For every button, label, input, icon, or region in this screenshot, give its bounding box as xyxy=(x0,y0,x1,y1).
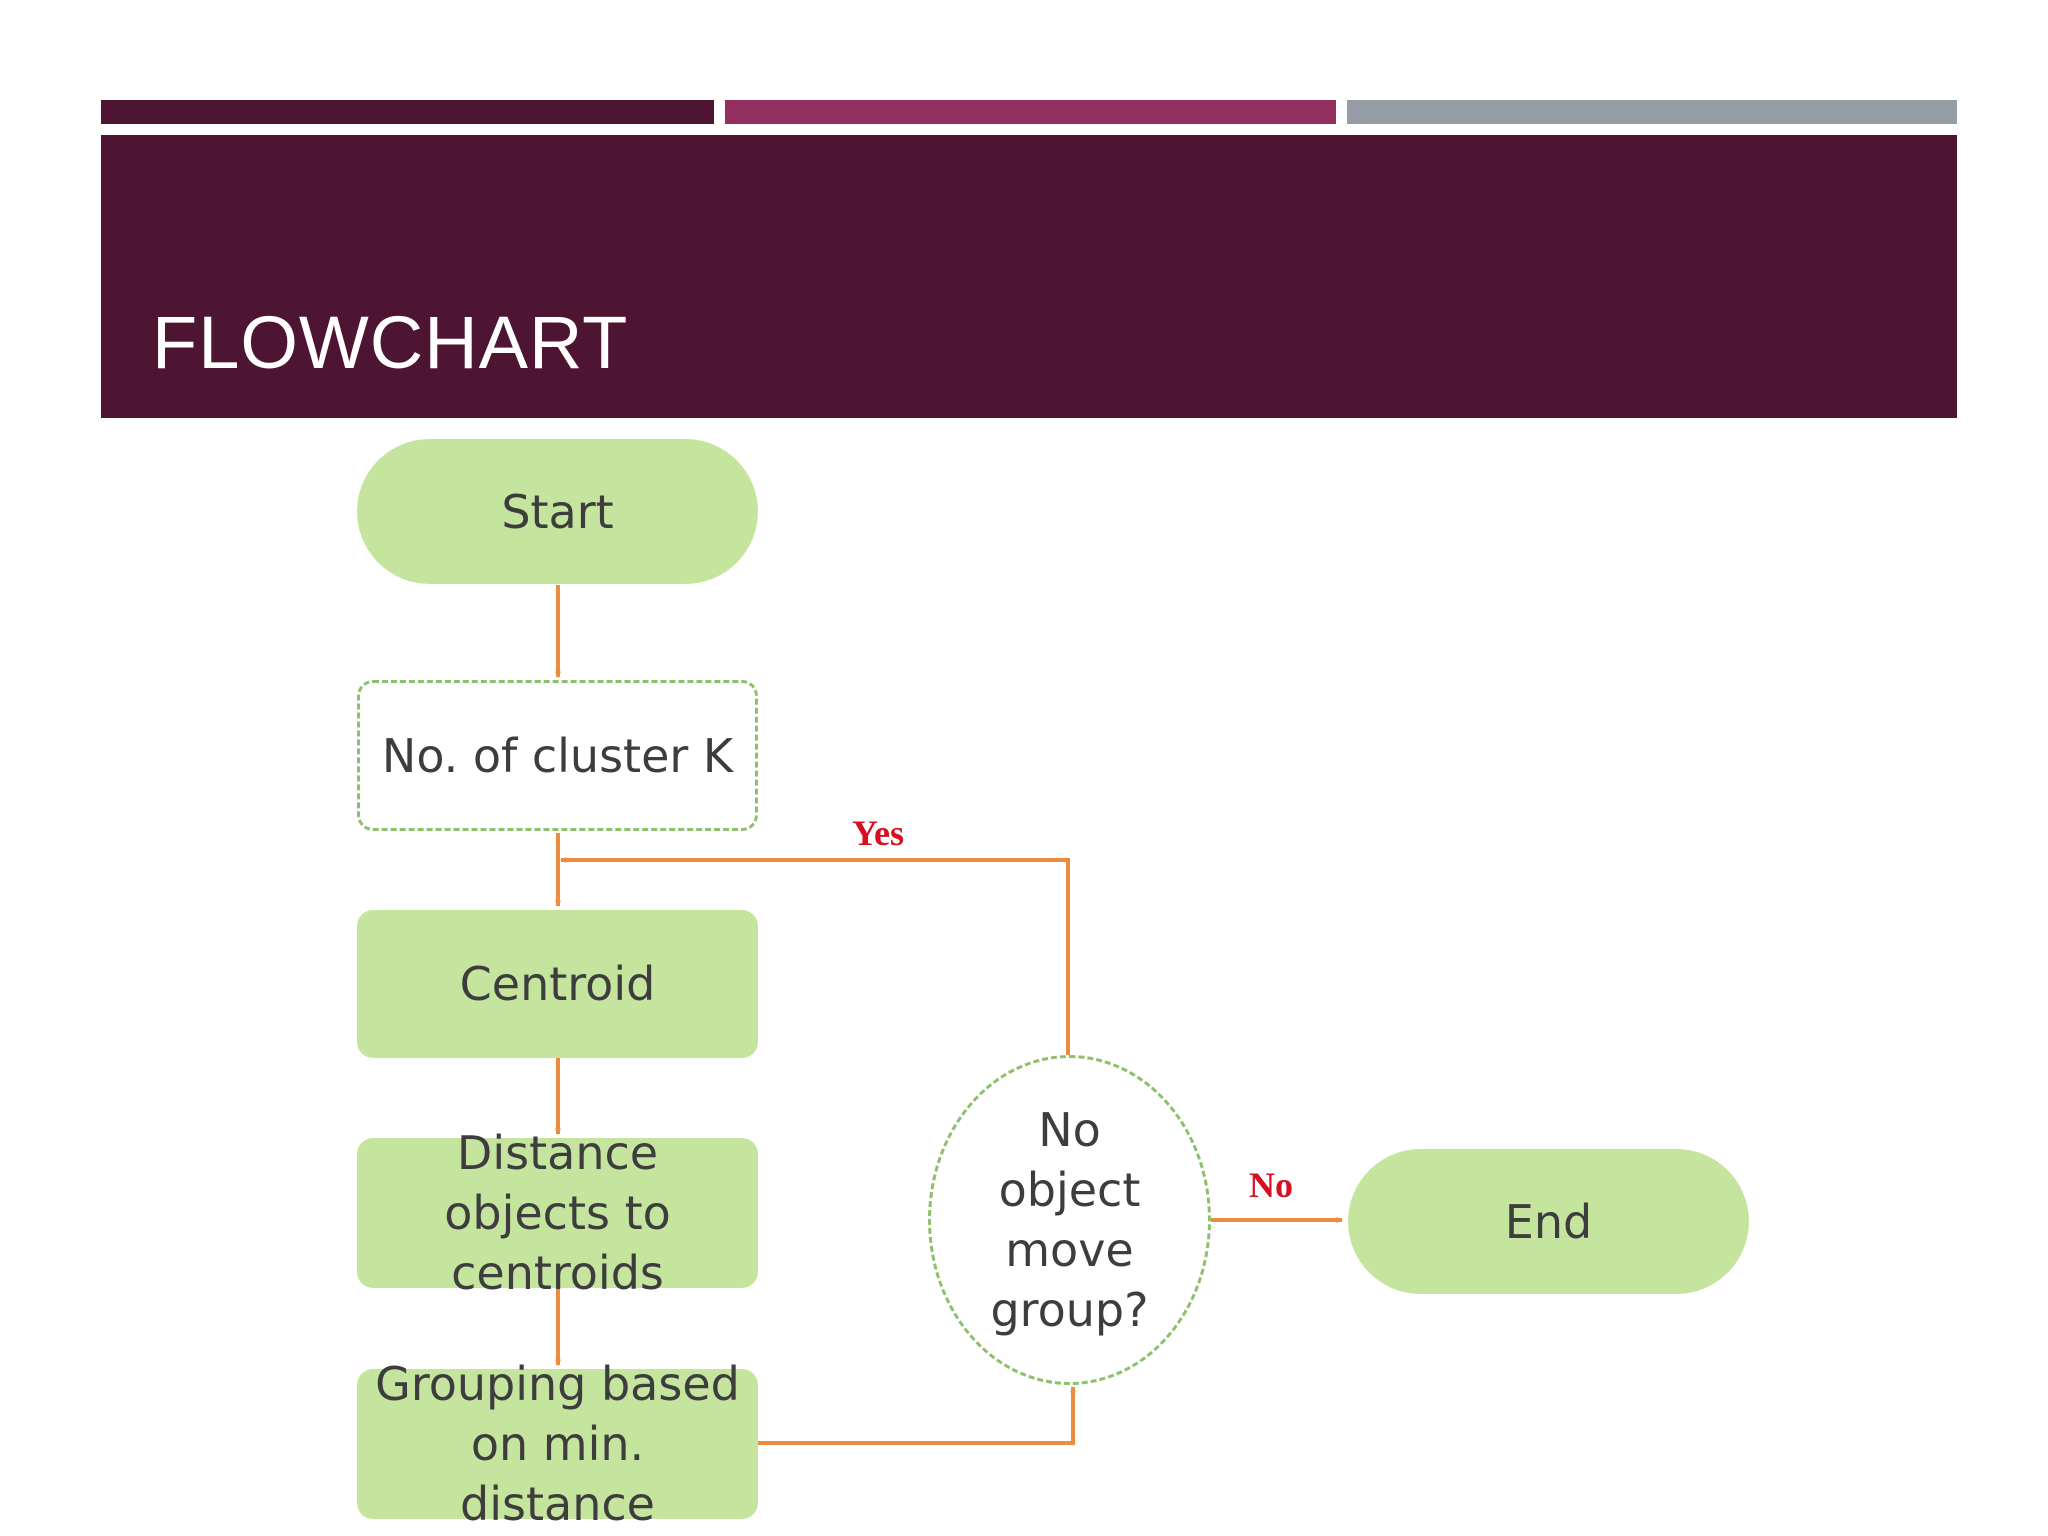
slide-title: FLOWCHART xyxy=(152,301,629,384)
distance-node: Distance objects to centroids xyxy=(357,1126,758,1300)
branch-label-yes: Yes xyxy=(852,813,904,853)
header-stripe-gray xyxy=(1347,100,1957,124)
branch-label-no: No xyxy=(1249,1165,1293,1205)
header-stripe-magenta xyxy=(725,100,1336,124)
connector-grouping-to-decision xyxy=(758,1386,1076,1445)
header-stripe-dark xyxy=(101,100,714,124)
start-node: Start xyxy=(357,439,758,584)
end-node: End xyxy=(1348,1149,1749,1294)
centroid-node: Centroid xyxy=(357,910,758,1058)
decision-node: No object move group? xyxy=(928,1055,1211,1385)
title-banner xyxy=(101,135,1957,418)
grouping-node: Grouping based on min. distance xyxy=(357,1357,758,1531)
cluster-count-input-node: No. of cluster K xyxy=(357,680,758,831)
